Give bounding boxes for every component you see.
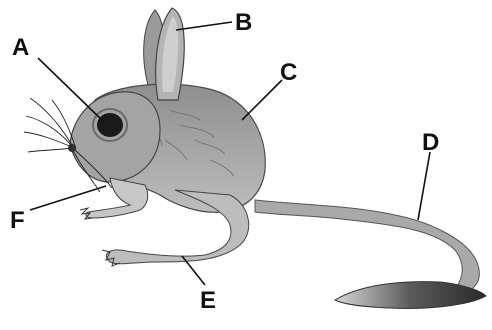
tail-tuft (335, 282, 486, 309)
leader-c (242, 80, 282, 120)
leader-f (30, 186, 106, 210)
label-b: B (235, 9, 252, 36)
jerboa-illustration (24, 8, 486, 308)
label-f: F (10, 207, 25, 234)
front-leg (86, 178, 148, 218)
label-e: E (200, 287, 216, 314)
leader-b (176, 22, 232, 30)
eye (97, 113, 123, 137)
label-a: A (12, 34, 29, 61)
label-c: C (280, 59, 297, 86)
leader-d (418, 152, 430, 220)
label-d: D (422, 129, 439, 156)
